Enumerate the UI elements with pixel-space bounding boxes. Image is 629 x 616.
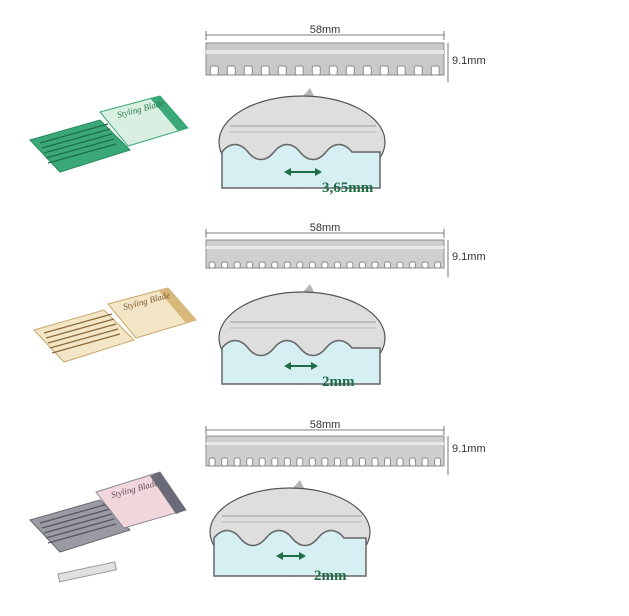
blade-tooth [362, 65, 372, 76]
row-3-graphic: 58mm 9.1mm 2mm [29, 419, 486, 584]
blade-tooth [434, 457, 442, 467]
blade-tooth [226, 65, 236, 76]
blade-tooth [384, 457, 391, 467]
blade-tooth [221, 261, 229, 269]
blade-tooth [345, 65, 355, 76]
zoom-teeth [213, 529, 367, 577]
blade-top-view [205, 42, 445, 76]
blade-tooth [328, 65, 338, 76]
blade-tooth [208, 457, 216, 467]
blade-tooth [421, 261, 429, 269]
blade-pack: Styling Blade [29, 471, 187, 583]
blade-tooth [277, 65, 287, 76]
blade-tooth [258, 261, 266, 269]
blade-tooth [308, 457, 316, 467]
blade-tooth [260, 65, 270, 76]
pitch-label: 3,65mm [322, 180, 374, 196]
width-dimension: 58mm [205, 419, 445, 435]
blade-tooth [333, 457, 341, 467]
row-2-graphic: 58mm 9.1mm 2mm [33, 222, 486, 390]
width-label: 58mm [310, 419, 341, 431]
height-label: 9.1mm [452, 55, 486, 67]
blade-tooth [413, 65, 423, 76]
height-dimension: 9.1mm [447, 240, 486, 277]
blade-tooth [258, 457, 266, 467]
blade-tooth [346, 457, 354, 467]
row-1-graphic: 58mm 9.1mm 3,65mm [29, 24, 486, 196]
blade-tooth [246, 261, 254, 269]
blade-tooth [311, 65, 321, 76]
blade-pack: Styling Blade [33, 287, 197, 363]
blade-tooth [243, 65, 253, 76]
blade-tooth [396, 261, 404, 269]
blade-tooth [396, 457, 404, 467]
product-row-3: 58mm 9.1mm 2mm [0, 400, 629, 600]
blade-tooth [294, 65, 304, 76]
blade-tooth [421, 457, 429, 467]
blade-tooth [430, 65, 440, 76]
blade-tooth [358, 261, 366, 269]
blade-tooth [221, 457, 229, 467]
width-dimension: 58mm [205, 222, 445, 238]
blade-tooth [379, 65, 389, 76]
blade-tooth [371, 457, 379, 467]
blade-tooth [321, 457, 329, 467]
blade-tooth [434, 261, 442, 269]
blade-top-view [205, 239, 445, 269]
blade-tooth [283, 457, 291, 467]
blade-tooth [409, 261, 417, 269]
blade-top-view [205, 435, 445, 467]
blade-tooth [308, 261, 316, 269]
zoom-teeth [221, 143, 381, 189]
loose-blade [57, 561, 117, 583]
blade-tooth [358, 457, 366, 467]
zoom-teeth [221, 339, 381, 385]
blade-tooth [246, 457, 254, 467]
blade-tooth [271, 261, 279, 269]
height-label: 9.1mm [452, 251, 486, 263]
width-label: 58mm [310, 222, 341, 234]
height-dimension: 9.1mm [447, 43, 486, 82]
blade-tooth [283, 261, 291, 269]
height-label: 9.1mm [452, 443, 486, 455]
product-row-1: 58mm 9.1mm 3,65mm [0, 0, 629, 200]
blade-tooth [296, 457, 304, 467]
pitch-arrow [276, 552, 306, 560]
product-row-2: 58mm 9.1mm 2mm [0, 200, 629, 400]
blade-tooth [209, 65, 219, 76]
blade-tooth [296, 261, 304, 269]
blade-pack: Styling Blade [29, 95, 189, 173]
blade-tooth [384, 261, 391, 269]
pitch-arrow [284, 362, 318, 370]
height-dimension: 9.1mm [447, 436, 486, 475]
blade-tooth [208, 261, 216, 269]
blade-tooth [333, 261, 341, 269]
width-label: 58mm [310, 24, 341, 36]
blade-tooth [396, 65, 406, 76]
blade-tooth [271, 457, 279, 467]
pitch-label: 2mm [322, 374, 355, 390]
pitch-arrow [284, 168, 322, 176]
width-dimension: 58mm [205, 24, 445, 40]
blade-tooth [321, 261, 329, 269]
blade-tooth [346, 261, 354, 269]
blade-tooth [233, 457, 241, 467]
blade-tooth [409, 457, 417, 467]
pitch-label: 2mm [314, 568, 347, 584]
blade-tooth [233, 261, 241, 269]
blade-tooth [371, 261, 379, 269]
